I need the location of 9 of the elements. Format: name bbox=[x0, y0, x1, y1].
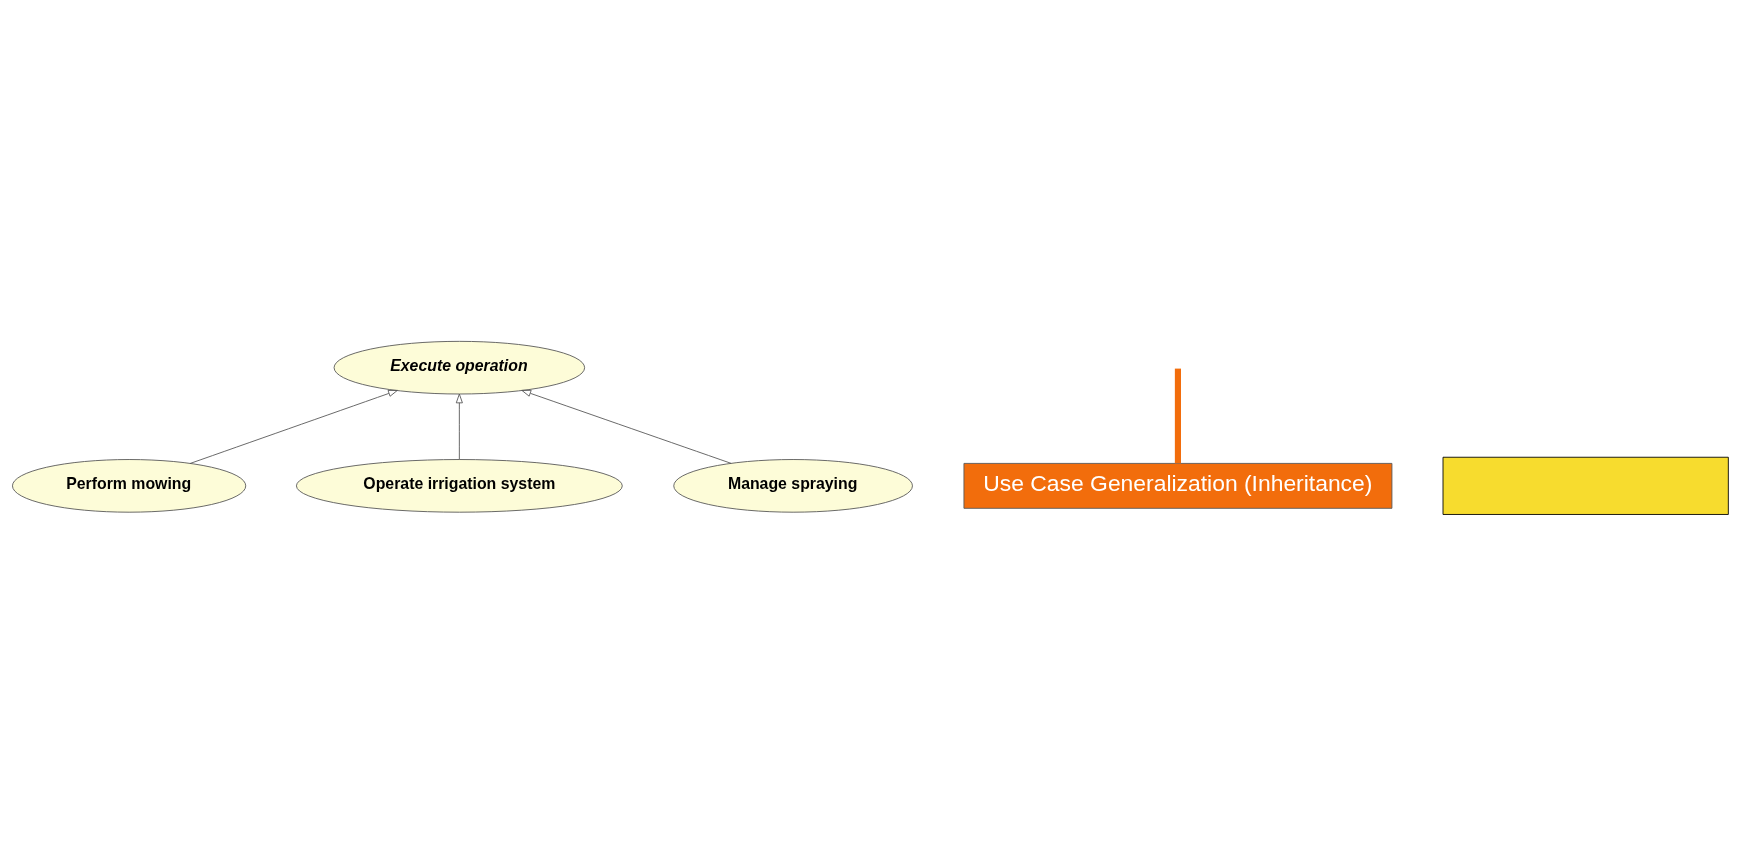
node-box bbox=[1442, 456, 1729, 515]
node-ellipse: Operate irrigation system bbox=[296, 459, 623, 513]
node-ellipse: Perform mowing bbox=[12, 459, 247, 513]
connector bbox=[1174, 368, 1181, 464]
node-ellipse: Manage spraying bbox=[673, 459, 913, 513]
node-box: Use Case Generalization (Inheritance) bbox=[963, 462, 1393, 509]
arrow bbox=[455, 393, 463, 460]
arrow bbox=[189, 389, 398, 464]
arrow bbox=[521, 389, 732, 464]
